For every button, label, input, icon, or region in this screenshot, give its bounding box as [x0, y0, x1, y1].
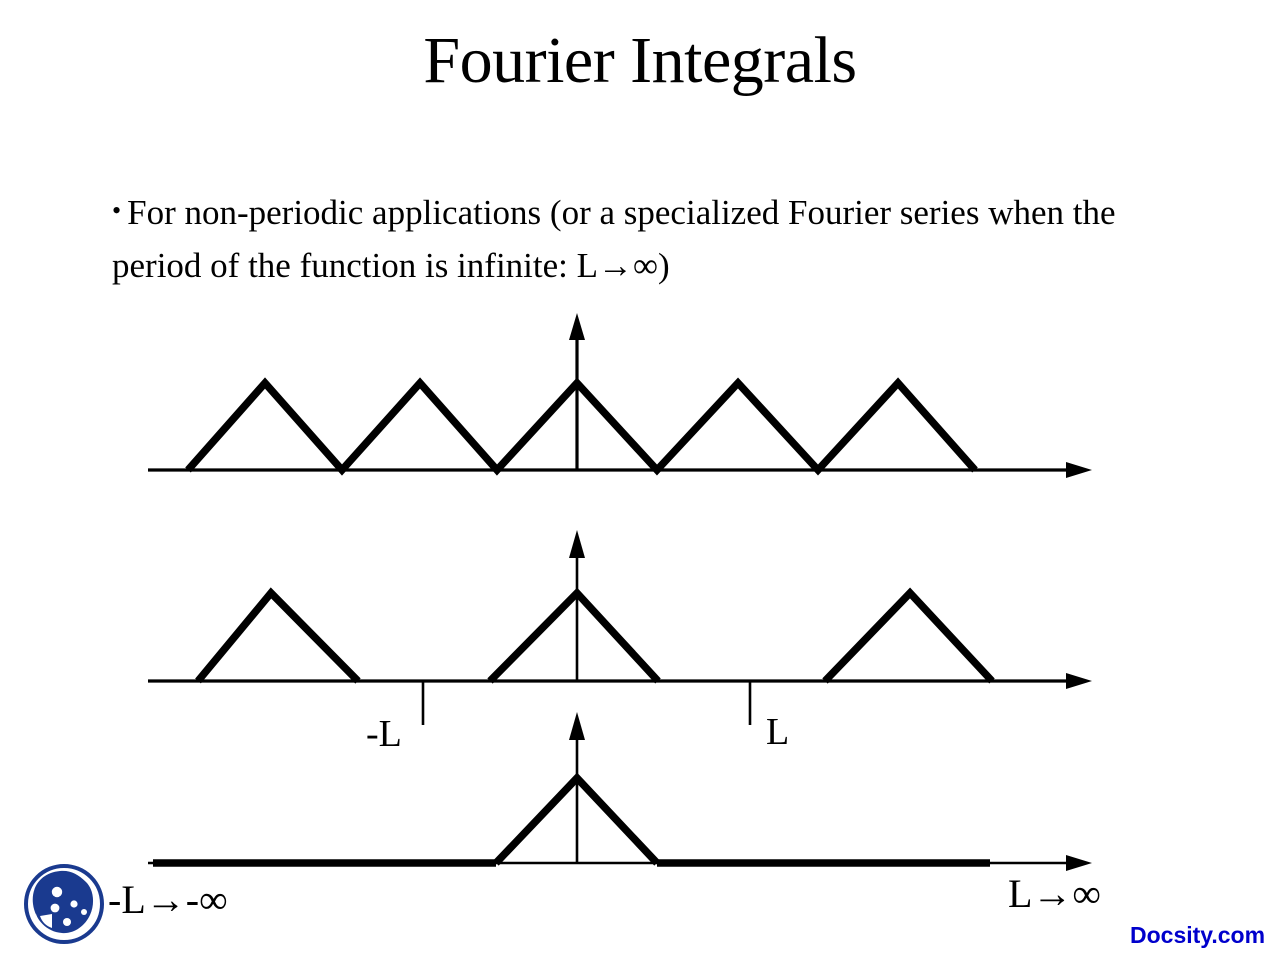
logo-blob-notch — [35, 914, 62, 937]
limit-label-left: -L→-∞ — [108, 877, 228, 922]
page-title: Fourier Integrals — [423, 24, 857, 97]
x-axis-arrowhead-panel2 — [1066, 673, 1092, 689]
pulse-right-panel2 — [822, 587, 995, 684]
bullet-text: For non-periodic applications (or a spec… — [112, 193, 1116, 286]
x-axis-arrowhead-panel1 — [1066, 462, 1092, 478]
y-axis-arrowhead-panel2 — [569, 530, 585, 558]
axis-tick-label-plus-L: L — [766, 711, 790, 753]
bullet-paragraph: •For non-periodic applications (or a spe… — [112, 186, 1202, 292]
panel-single-pulse — [148, 712, 1092, 871]
docsity-watermark: Docsity.com — [1130, 922, 1266, 948]
pulse-left-panel2 — [195, 587, 361, 684]
bullet-marker-icon: • — [112, 196, 122, 226]
logo-dot-4 — [81, 909, 87, 915]
pulse-center-panel3 — [493, 772, 660, 866]
axis-tick-label-minus-L: -L — [366, 713, 402, 755]
waveform-periodic-triangles — [185, 377, 978, 476]
logo-blob-shape — [32, 870, 94, 934]
limit-label-right: L→∞ — [1008, 871, 1101, 916]
panel-separated-pulses — [148, 530, 1092, 725]
logo-dot-2 — [70, 900, 78, 908]
logo-dot-1 — [51, 886, 63, 898]
logo-dot-3 — [50, 903, 60, 913]
y-axis-arrowhead-panel3 — [569, 712, 585, 740]
x-axis-arrowhead-panel3 — [1066, 855, 1092, 871]
y-axis-arrowhead-panel1 — [569, 313, 585, 340]
panel-periodic-wave — [148, 313, 1092, 478]
pulse-center-panel2 — [487, 587, 661, 684]
logo-dot-5 — [63, 918, 71, 926]
docsity-logo[interactable] — [22, 862, 106, 946]
